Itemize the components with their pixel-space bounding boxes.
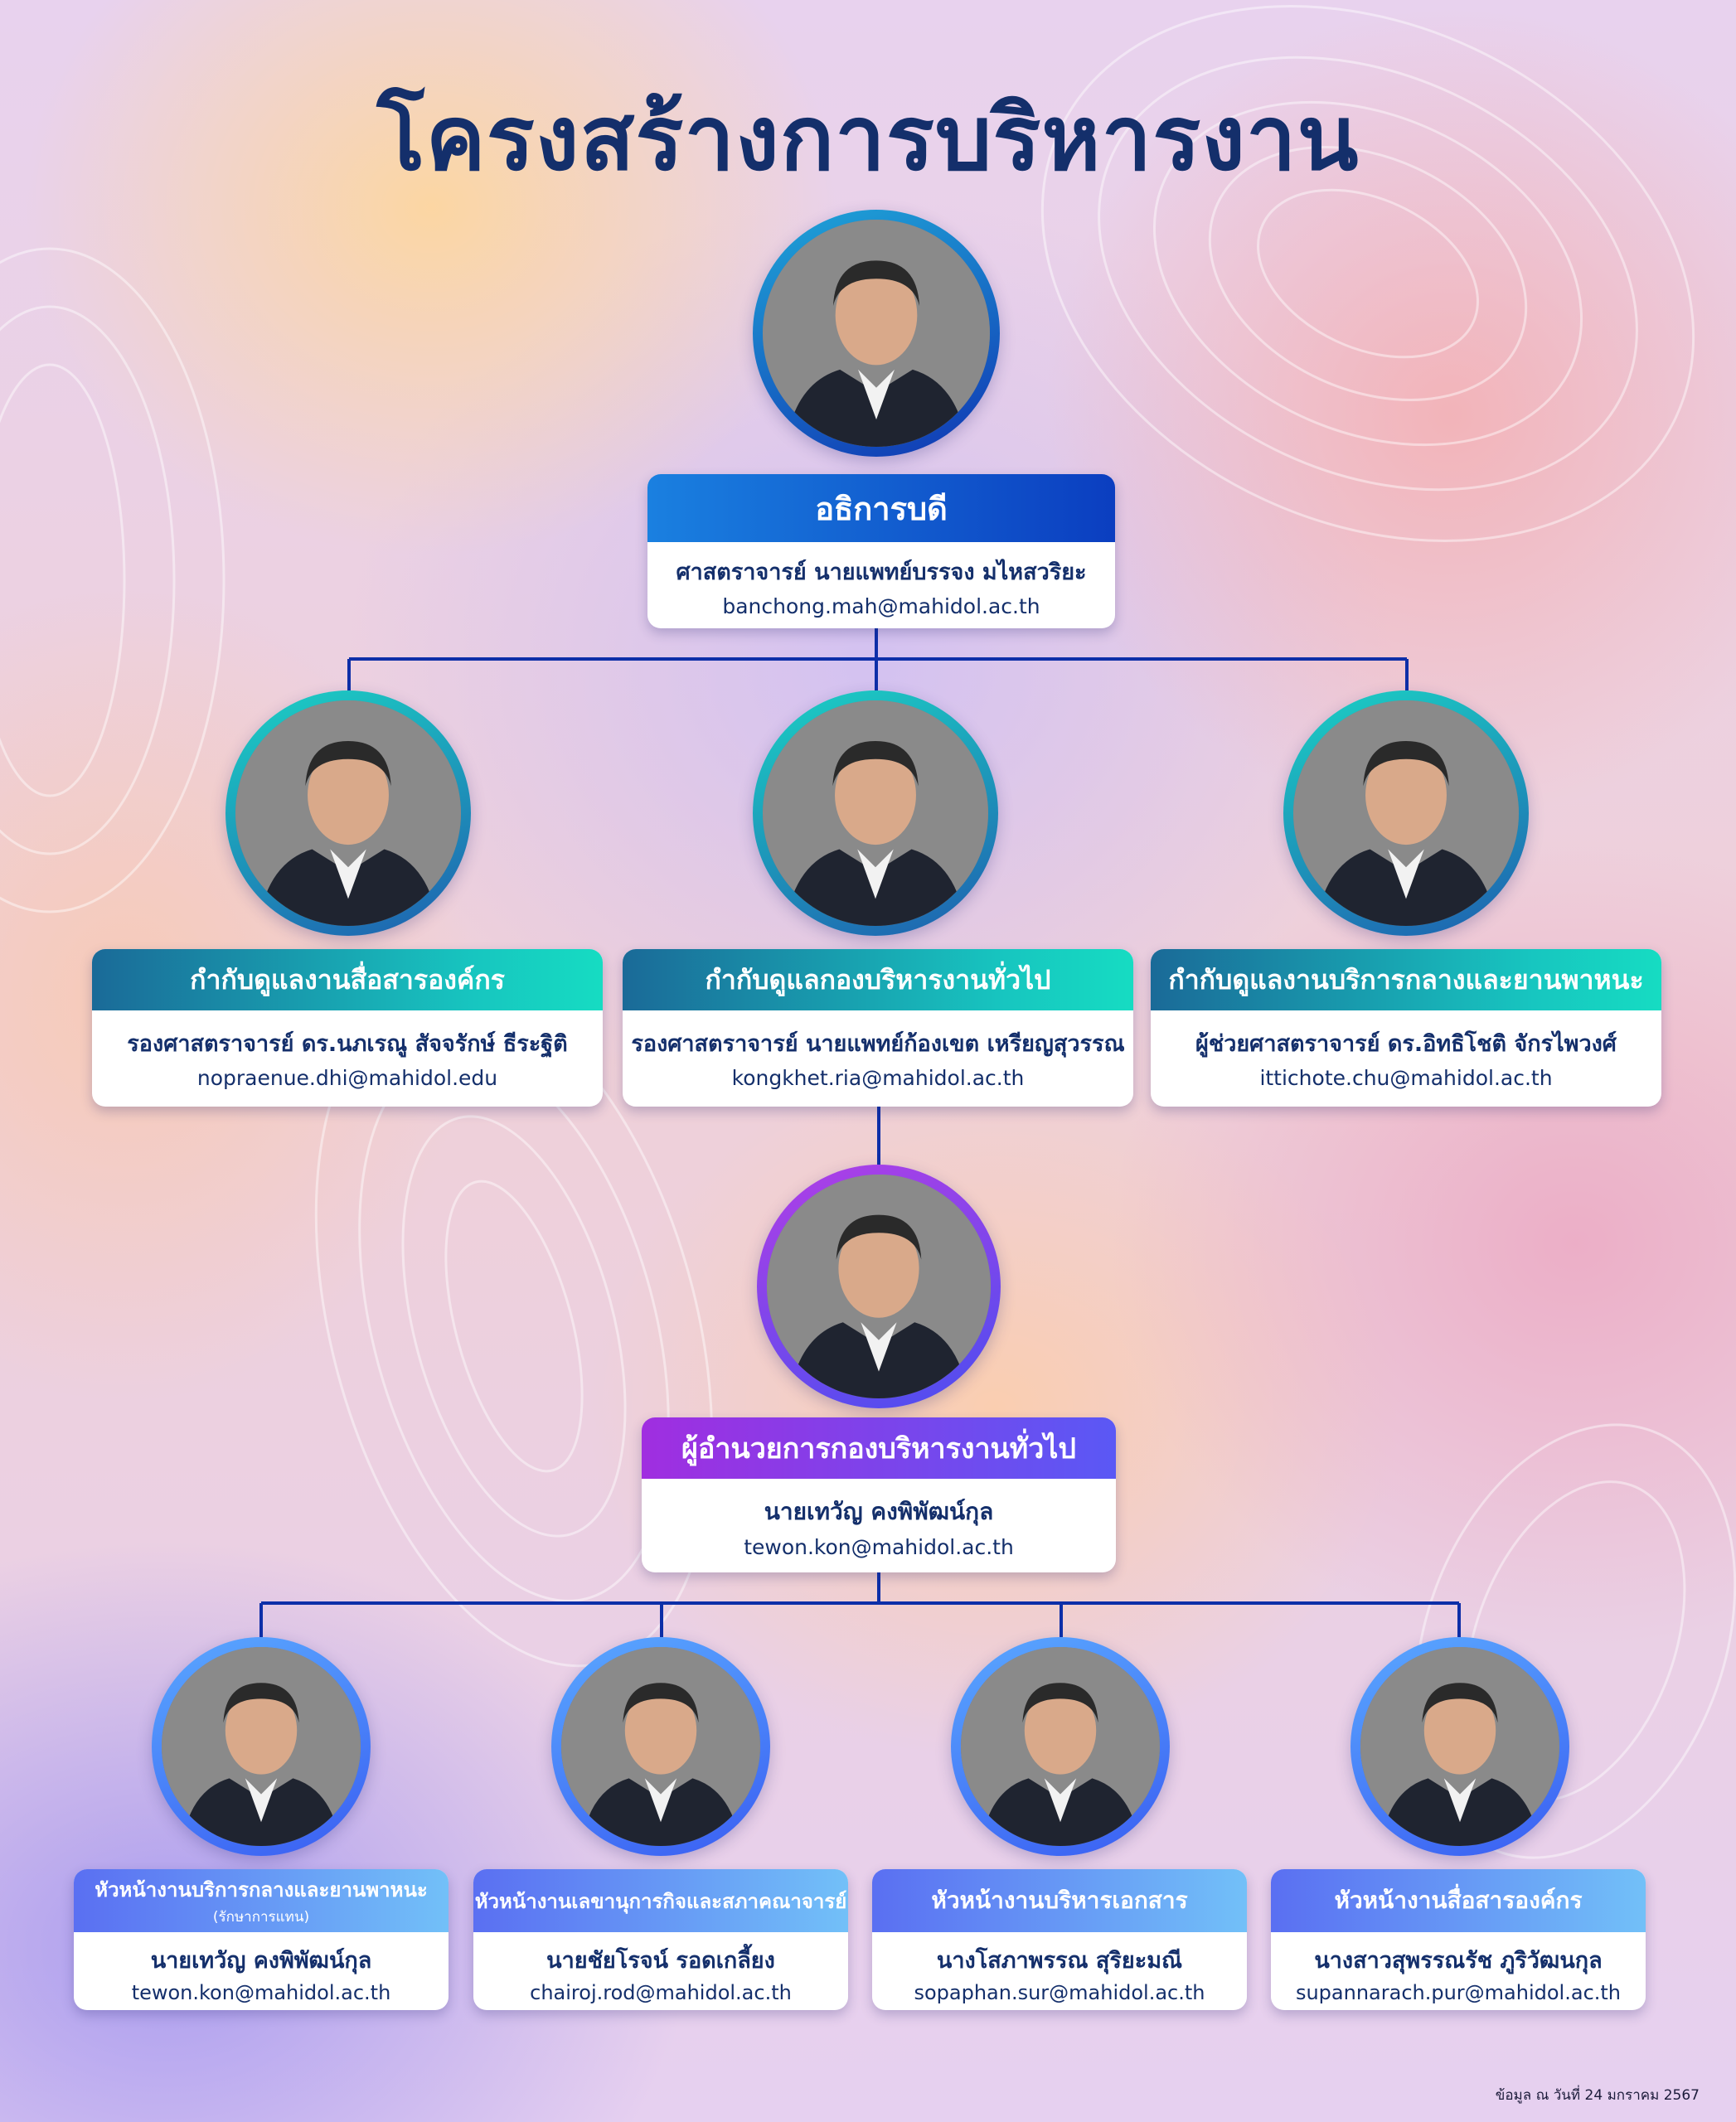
- portrait-image: [235, 700, 461, 926]
- supervisor-card: กำกับดูแลงานบริการกลางและยานพาหนะ ผู้ช่ว…: [1151, 949, 1661, 1107]
- supervisor-card: กำกับดูแลกองบริหารงานทั่วไป รองศาสตราจาร…: [623, 949, 1133, 1107]
- page-title: โครงสร้างการบริหารงาน: [376, 87, 1360, 191]
- head-email: chairoj.rod@mahidol.ac.th: [530, 1981, 792, 2004]
- director-name: ศาสตราจารย์ นายแพทย์บรรจง มไหสวริยะ: [676, 560, 1087, 585]
- portrait-image: [1293, 700, 1519, 926]
- supervisor-name: รองศาสตราจารย์ ดร.นภเรณู สัจจรักษ์ ธีระฐ…: [127, 1031, 568, 1057]
- head-photo: [1350, 1637, 1569, 1856]
- head-name: นายชัยโรจน์ รอดเกลี้ยง: [546, 1948, 775, 1974]
- footer-note: ข้อมูล ณ วันที่ 24 มกราคม 2567: [1495, 2087, 1700, 2104]
- supervisor-photo: [1283, 690, 1529, 936]
- supervisor-email: kongkhet.ria@mahidol.ac.th: [731, 1066, 1025, 1090]
- division-director-card: ผู้อำนวยการกองบริหารงานทั่วไป นายเทวัญ ค…: [642, 1417, 1116, 1572]
- portrait-image: [961, 1647, 1160, 1846]
- supervisor-position: กำกับดูแลงานบริการกลางและยานพาหนะ: [1151, 949, 1661, 1010]
- portrait-image: [561, 1647, 760, 1846]
- division-director-photo: [757, 1165, 1001, 1408]
- head-position: หัวหน้างานสื่อสารองค์กร: [1334, 1887, 1583, 1914]
- head-note: (รักษาการแทน): [212, 1909, 310, 1926]
- head-name: นายเทวัญ คงพิพัฒน์กุล: [150, 1948, 372, 1974]
- supervisor-photo: [753, 690, 998, 936]
- head-position: หัวหน้างานเลขานุการกิจและสภาคณาจารย์: [474, 1889, 847, 1913]
- connector-lines: [259, 628, 1461, 1637]
- head-email: sopaphan.sur@mahidol.ac.th: [914, 1981, 1205, 2004]
- head-card: หัวหน้างานบริหารเอกสาร นางโสภาพรรณ สุริย…: [872, 1869, 1247, 2010]
- supervisor-position: กำกับดูแลกองบริหารงานทั่วไป: [623, 949, 1133, 1010]
- head-position-block: หัวหน้างานเลขานุการกิจและสภาคณาจารย์: [473, 1869, 848, 1932]
- director-photo: [753, 210, 1000, 457]
- head-photo: [951, 1637, 1170, 1856]
- head-card: หัวหน้างานเลขานุการกิจและสภาคณาจารย์ นาย…: [473, 1869, 848, 2010]
- head-position: หัวหน้างานบริการกลางและยานพาหนะ: [95, 1878, 428, 1902]
- supervisor-email: ittichote.chu@mahidol.ac.th: [1259, 1066, 1553, 1090]
- head-photo: [551, 1637, 770, 1856]
- supervisor-name: ผู้ช่วยศาสตราจารย์ ดร.อิทธิโชติ จักรไพวง…: [1195, 1031, 1617, 1057]
- head-position: หัวหน้างานบริหารเอกสาร: [931, 1887, 1188, 1914]
- director-card: อธิการบดี ศาสตราจารย์ นายแพทย์บรรจง มไหส…: [647, 474, 1115, 628]
- head-card: หัวหน้างานสื่อสารองค์กร นางสาวสุพรรณรัช …: [1271, 1869, 1646, 2010]
- head-email: tewon.kon@mahidol.ac.th: [131, 1981, 391, 2004]
- supervisor-photo: [225, 690, 471, 936]
- supervisor-card: กำกับดูแลงานสื่อสารองค์กร รองศาสตราจารย์…: [92, 949, 603, 1107]
- head-name: นางสาวสุพรรณรัช ภูริวัฒนกุล: [1314, 1948, 1603, 1974]
- head-email: supannarach.pur@mahidol.ac.th: [1295, 1981, 1622, 2004]
- contour-lines: [0, 5, 1736, 1859]
- head-photo: [152, 1637, 371, 1856]
- supervisor-name: รองศาสตราจารย์ นายแพทย์ก้องเขต เหรียญสุว…: [631, 1031, 1125, 1057]
- head-position-block: หัวหน้างานบริหารเอกสาร: [872, 1869, 1247, 1932]
- portrait-image: [1360, 1647, 1559, 1846]
- division-director-name: นายเทวัญ คงพิพัฒน์กุล: [764, 1498, 994, 1525]
- supervisor-email: nopraenue.dhi@mahidol.edu: [196, 1066, 498, 1090]
- head-position-block: หัวหน้างานสื่อสารองค์กร: [1271, 1869, 1646, 1932]
- head-name: นางโสภาพรรณ สุริยะมณี: [936, 1948, 1183, 1974]
- head-position-block: หัวหน้างานบริการกลางและยานพาหนะ (รักษากา…: [74, 1869, 449, 1932]
- head-card: หัวหน้างานบริการกลางและยานพาหนะ (รักษากา…: [74, 1869, 449, 2010]
- portrait-image: [763, 700, 988, 926]
- supervisor-position: กำกับดูแลงานสื่อสารองค์กร: [92, 949, 603, 1010]
- portrait-image: [162, 1647, 361, 1846]
- director-email: banchong.mah@mahidol.ac.th: [722, 594, 1040, 618]
- portrait-image: [767, 1175, 991, 1398]
- division-director-position: ผู้อำนวยการกองบริหารงานทั่วไป: [642, 1417, 1116, 1479]
- division-director-email: tewon.kon@mahidol.ac.th: [744, 1535, 1014, 1559]
- portrait-image: [763, 220, 990, 447]
- director-position: อธิการบดี: [647, 474, 1115, 542]
